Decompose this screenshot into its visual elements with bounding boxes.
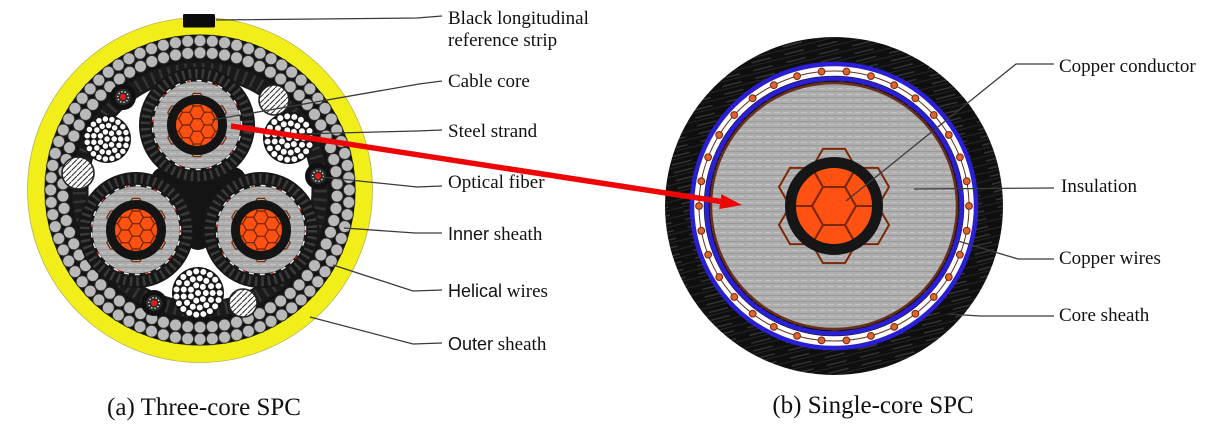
label-reference-strip: Black longitudinal reference strip — [448, 8, 589, 51]
leader-reference-strip — [215, 15, 443, 21]
leader-inner-sheath — [343, 227, 442, 234]
leader-steel-strand — [296, 129, 443, 135]
leader-core-sheath — [947, 313, 1054, 317]
leader-optical-fiber — [320, 176, 443, 188]
hatched-filler — [61, 84, 290, 318]
copper-conductor — [239, 208, 283, 252]
black-reference-strip — [183, 14, 215, 28]
leader-lines — [211, 15, 1055, 345]
cable-core — [203, 172, 319, 288]
steel-strand — [172, 267, 224, 319]
label-core-sheath: Core sheath — [1059, 305, 1150, 326]
leader-outer-sheath — [309, 316, 443, 345]
red-arrow — [230, 123, 742, 210]
leader-copper-wires — [957, 240, 1054, 260]
copper-wires — [695, 67, 973, 345]
maroon-ring — [709, 81, 959, 331]
label-insulation: Insulation — [1061, 176, 1137, 197]
optical-fiber — [110, 84, 331, 316]
label-inner-sheath: Inner sheath — [448, 224, 543, 245]
leader-cable-core — [211, 80, 443, 121]
leader-insulation — [913, 187, 1055, 190]
helical-wires — [44, 34, 356, 346]
leader-helical-wires — [332, 264, 443, 292]
steel-strand — [263, 112, 315, 164]
copper-conductor — [777, 147, 891, 265]
label-helical-wires: Helical wires — [448, 281, 548, 302]
copper-conductor — [114, 208, 158, 252]
steel-strand — [83, 115, 131, 163]
blue-ring-outer — [689, 61, 979, 351]
copper-conductor — [175, 103, 219, 147]
three-core-cable-diagram — [27, 14, 373, 363]
label-steel-strand: Steel strand — [448, 121, 538, 142]
single-core-cable-diagram — [665, 37, 1003, 375]
label-optical-fiber: Optical fiber — [448, 172, 545, 193]
blue-ring-inner — [704, 76, 964, 336]
label-outer-sheath: Outer sheath — [448, 334, 547, 355]
cable-core — [78, 172, 194, 288]
label-copper-conductor: Copper conductor — [1059, 56, 1196, 77]
caption-single-core: (b) Single-core SPC — [772, 392, 974, 419]
caption-three-core: (a) Three-core SPC — [107, 394, 301, 421]
label-cable-core: Cable core — [448, 71, 530, 92]
label-copper-wires: Copper wires — [1059, 248, 1161, 269]
leader-copper-conductor — [845, 63, 1054, 202]
